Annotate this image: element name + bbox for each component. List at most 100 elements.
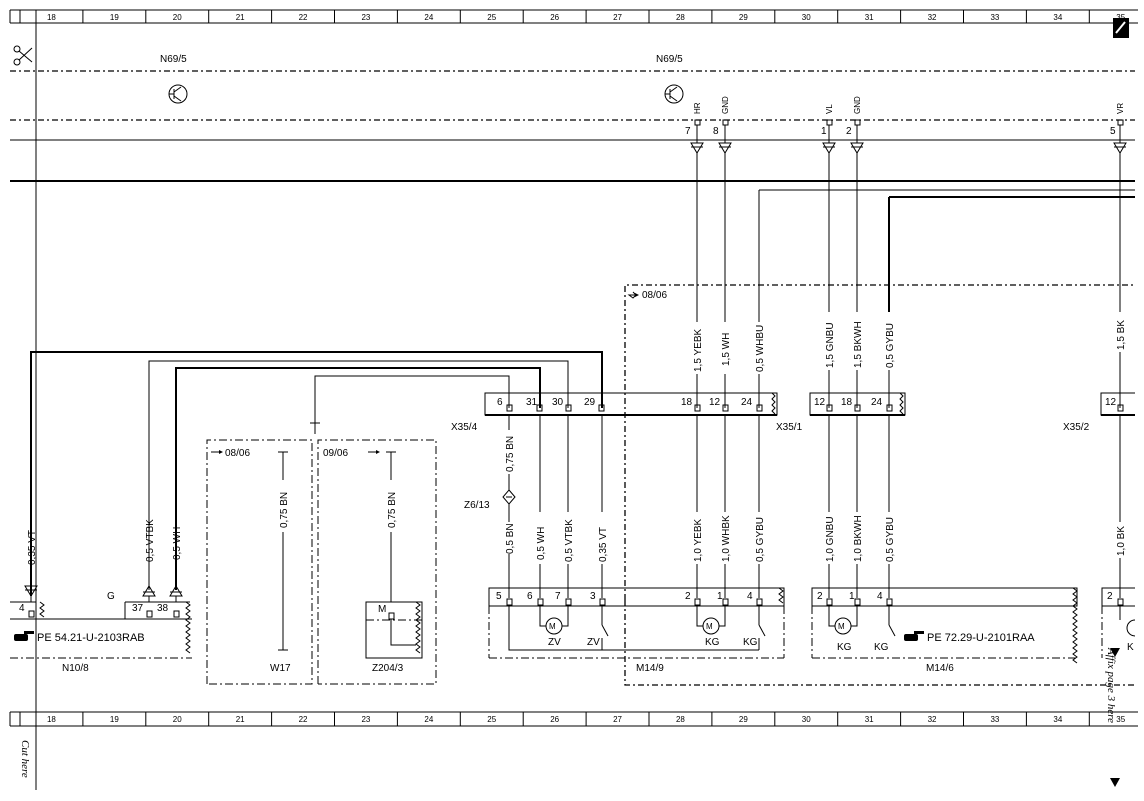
m14-9-component: 5 6 7 3 2 1 4 M14/9 xyxy=(488,587,785,674)
m14-9-pin-6: 6 xyxy=(527,591,533,602)
wire-label: 0,5 GYBU xyxy=(885,517,896,562)
wire-label: 0,5 WHBU xyxy=(755,325,766,372)
n69-right-label: N69/5 xyxy=(656,54,683,65)
wire-label: 0,35 VT xyxy=(598,527,609,562)
x35-1b-pin-18: 18 xyxy=(841,397,853,408)
ruler-number: 22 xyxy=(299,715,308,724)
ruler-number: 33 xyxy=(990,13,999,22)
ruler-number: 26 xyxy=(550,715,559,724)
ruler-number: 21 xyxy=(236,13,245,22)
n10-pe-reference: PE 54.21-U-2103RAB xyxy=(37,632,145,644)
x35-1-pin-12: 12 xyxy=(709,397,721,408)
ruler-number: 34 xyxy=(1053,715,1062,724)
ruler-number: 22 xyxy=(299,13,308,22)
x35-1-pin-18: 18 xyxy=(681,397,693,408)
pin-8-label: 8 xyxy=(713,126,719,137)
wire-label: 1,0 YEBK xyxy=(693,518,704,562)
n10-pin-38: 38 xyxy=(157,603,169,614)
x35-1b-connector: 12 18 24 xyxy=(809,392,906,416)
n69-left-label: N69/5 xyxy=(160,54,187,65)
wire-label: 0,75 BN xyxy=(387,492,398,528)
z6-13-label: Z6/13 xyxy=(464,500,490,511)
zv-motor-label: ZV xyxy=(548,637,561,648)
cut-here-label: Cut here xyxy=(19,740,31,778)
x35-4-pin-30: 30 xyxy=(552,397,564,408)
wire-label: 1,5 BK xyxy=(1116,320,1127,350)
pin-gnd2-label: GND xyxy=(853,96,862,114)
pin-vl-label: VL xyxy=(825,104,834,114)
ruler-number: 34 xyxy=(1053,13,1062,22)
w17-component: 08/06 W17 xyxy=(206,439,313,685)
region-0806-date: 08/06 xyxy=(642,290,667,301)
ruler-number: 23 xyxy=(361,715,370,724)
wire-label: 0,5 VTBK xyxy=(145,519,156,562)
x35-4-down-wires xyxy=(539,414,603,598)
x35-4-label: X35/4 xyxy=(451,422,478,433)
transistor-icon-right xyxy=(664,84,684,104)
n10-8-label: N10/8 xyxy=(62,663,89,674)
wire-label: 0,75 BN xyxy=(279,492,290,528)
wire-label: 0,75 BN xyxy=(505,436,516,472)
z204-date: 09/06 xyxy=(323,448,348,459)
motor-icon-zv: M xyxy=(545,617,563,635)
m14-9-pin-7: 7 xyxy=(555,591,561,602)
ruler-number: 31 xyxy=(865,715,874,724)
x35-1-pin-24: 24 xyxy=(741,397,753,408)
x35-4-pin-6: 6 xyxy=(497,397,503,408)
region-0806-box: 08/06 xyxy=(624,284,1135,686)
ruler-number: 27 xyxy=(613,13,622,22)
m14-9-pin-2: 2 xyxy=(685,591,691,602)
z204-pin-m: M xyxy=(378,604,386,615)
ruler-number: 25 xyxy=(487,13,496,22)
ruler-number: 24 xyxy=(424,13,433,22)
x35-4-pin-31: 31 xyxy=(526,397,538,408)
right-pin-2: 2 xyxy=(1107,591,1113,602)
ruler-number: 27 xyxy=(613,715,622,724)
n69-connectors xyxy=(690,119,1127,154)
x35-2-connector: 12 X35/2 xyxy=(1063,392,1135,433)
ruler-number: 33 xyxy=(990,715,999,724)
motor-m-label: M xyxy=(706,622,713,631)
n10-8-component: 4 G 37 38 N10/8 xyxy=(10,585,192,674)
kg-switch-label: KG xyxy=(743,637,758,648)
ruler-number: 29 xyxy=(739,13,748,22)
m14-6-pin-2: 2 xyxy=(817,591,823,602)
wire-label: 1,5 BKWH xyxy=(853,321,864,368)
motor-icon-kg: M xyxy=(702,617,720,635)
wire-label: 1,0 BKWH xyxy=(853,515,864,562)
ruler-number: 18 xyxy=(47,715,56,724)
ruler-number: 20 xyxy=(173,13,182,22)
pointing-hand-icon-2 xyxy=(904,631,924,641)
wire-label: 0,35 VT xyxy=(27,530,38,565)
x35-1b-pin-24: 24 xyxy=(871,397,883,408)
ruler-number: 24 xyxy=(424,715,433,724)
ruler-number: 18 xyxy=(47,13,56,22)
m14-9-label: M14/9 xyxy=(636,663,664,674)
ruler-number: 20 xyxy=(173,715,182,724)
pin-gnd1-label: GND xyxy=(721,96,730,114)
ruler-number: 32 xyxy=(928,13,937,22)
transistor-icon-left xyxy=(168,84,188,104)
n10-pin-37: 37 xyxy=(132,603,144,614)
m14-9-pin-5: 5 xyxy=(496,591,502,602)
wire-label: 0,5 GYBU xyxy=(755,517,766,562)
m14-6-pe-reference: PE 72.29-U-2101RAA xyxy=(927,632,1035,644)
x35-1-label: X35/1 xyxy=(776,422,803,433)
ruler-number: 19 xyxy=(110,715,119,724)
affix-arrow-bottom-icon xyxy=(1110,778,1120,787)
n69-pin-labels: HR GND VL GND VR 7 8 1 2 5 xyxy=(685,96,1125,137)
wire-labels: 0,35 VT 0,5 VTBK 0,5 WH 0,75 BN 0,75 BN … xyxy=(27,320,1127,565)
ruler-number: 28 xyxy=(676,715,685,724)
main-wires xyxy=(696,153,1135,598)
bottom-ruler xyxy=(9,711,1138,727)
motor-m-label: M xyxy=(549,622,556,631)
ruler-number: 23 xyxy=(361,13,370,22)
kg-motor-label: KG xyxy=(705,637,720,648)
motor-m-label: M xyxy=(838,622,845,631)
m14-6-component: 2 1 4 M14/6 xyxy=(811,587,1078,674)
wire-label: 1,0 GNBU xyxy=(825,516,836,562)
pin-vr-label: VR xyxy=(1116,103,1125,114)
ruler-number: 35 xyxy=(1116,715,1125,724)
ruler-number: 31 xyxy=(865,13,874,22)
